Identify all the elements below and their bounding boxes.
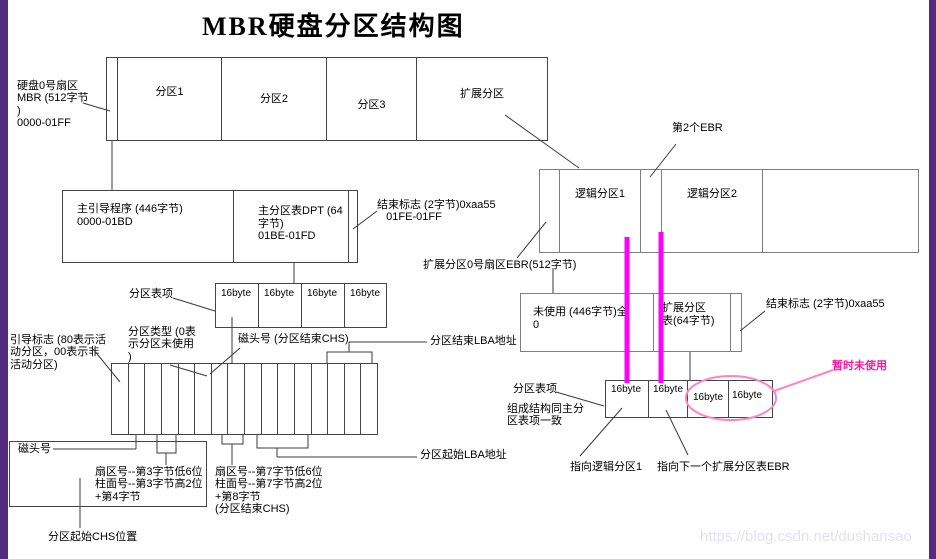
byte-cell xyxy=(262,364,279,434)
entry-byte-strip xyxy=(111,363,378,435)
mbr-slice-box xyxy=(107,58,118,140)
ebr-sector-label: 扩展分区0号扇区EBR(512字节) xyxy=(423,259,577,271)
mbr-boot-code-box: 主引导程序 (446字节) 0000-01BD xyxy=(63,191,234,262)
byte-cell xyxy=(361,364,377,434)
ebr-dpt-box: 扩展分区 表(64字节) xyxy=(654,294,731,351)
mbr-entry1-box: 16byte xyxy=(216,284,259,327)
ebr-entry3-box: 16byte xyxy=(688,381,729,417)
right-purple-strip xyxy=(929,0,936,559)
watermark: https://blog.csdn.net/dushansao xyxy=(700,528,912,545)
partition-end-lba-label: 分区结束LBA地址 xyxy=(430,335,517,347)
mbr-end-flag-box xyxy=(349,191,357,262)
end-lba-bracket xyxy=(326,351,373,363)
byte-cell xyxy=(345,364,362,434)
mbr-sector-box: 主引导程序 (446字节) 0000-01BD 主分区表DPT (64 字节) … xyxy=(62,190,358,263)
logical-row: 逻辑分区1 逻辑分区2 xyxy=(539,169,919,253)
boot-flag-label: 引导标志 (80表示活 动分区，00表示非 活动分区) xyxy=(10,334,106,371)
byte-cell xyxy=(312,364,329,434)
ebr-entry4-box: 16byte xyxy=(729,381,772,417)
extended-partition-box: 扩展分区 xyxy=(417,58,547,140)
mbr-end-flag-label: 结束标志 (2字节)0xaa55 01FE-01FF xyxy=(377,199,496,224)
ebr-entry2-box: 16byte xyxy=(649,381,688,417)
byte-cell xyxy=(228,364,245,434)
logical-partition2-label: 逻辑分区2 xyxy=(686,188,738,200)
unused-pointer-line xyxy=(773,369,834,392)
partition-start-lba-label: 分区起始LBA地址 xyxy=(420,449,507,461)
ebr-entry4-label: 16byte xyxy=(732,390,763,401)
mbr-entry4-label: 16byte xyxy=(350,288,381,299)
extended-partition-label: 扩展分区 xyxy=(460,88,504,100)
mbr-entry2-label: 16byte xyxy=(264,288,295,299)
mbr-entries-pointer-line xyxy=(172,297,216,312)
partition2-box: 分区2 xyxy=(222,58,327,140)
sector-byte7-label: 扇区号--第7字节低6位 柱面号--第7字节高2位 +第8字节 (分区结束CHS… xyxy=(215,466,323,515)
points-to-lp1-label: 指向逻辑分区1 xyxy=(570,461,643,473)
byte-cell xyxy=(295,364,312,434)
left-purple-strip xyxy=(0,0,8,559)
byte-cell xyxy=(179,364,196,434)
byte-cell xyxy=(195,364,212,434)
ebr-end-flag-box xyxy=(731,294,741,351)
logical-partition1-box: 逻辑分区1 xyxy=(560,170,641,252)
mbr-entry4-box: 16byte xyxy=(345,284,386,327)
temporarily-unused-label: 暂时未使用 xyxy=(832,360,887,372)
ebr-entry1-label: 16byte xyxy=(611,384,642,395)
byte-cell xyxy=(245,364,262,434)
ebr-sector-box: 未使用 (446字节)全 0 扩展分区 表(64字节) xyxy=(520,293,742,352)
ebr-entry1-box: 16byte xyxy=(606,381,649,417)
disk0-sector-label: 硬盘0号扇区 MBR (512字节 ) 0000-01FF xyxy=(17,80,89,129)
ebr-endflag-pointer-line xyxy=(739,310,766,332)
ebr-entry2-label: 16byte xyxy=(653,384,684,395)
ebr-entries-note: 组成结构同主分 区表项一致 xyxy=(507,403,584,428)
mbr-dpt-box: 主分区表DPT (64 字节) 01BE-01FD xyxy=(234,191,349,262)
partition3-label: 分区3 xyxy=(357,99,386,111)
mbr-entry3-box: 16byte xyxy=(302,284,345,327)
partition3-box: 分区3 xyxy=(327,58,417,140)
ebr-entries-row: 16byte 16byte 16byte 16byte xyxy=(605,380,773,418)
partition1-box: 分区1 xyxy=(118,58,222,140)
mbr-entry2-box: 16byte xyxy=(259,284,302,327)
logical-partition2-box: 逻辑分区2 xyxy=(662,170,763,252)
byte7-bracket xyxy=(221,435,244,445)
partition1-label: 分区1 xyxy=(155,86,184,98)
ebr-entries-label: 分区表项 xyxy=(513,383,557,395)
partition-type-label: 分区类型 (0表 示分区未使用 ) xyxy=(128,326,196,363)
ebr-end-flag-label: 结束标志 (2字节)0xaa55 xyxy=(766,298,885,310)
mbr-entry1-label: 16byte xyxy=(221,288,252,299)
head-number-label: 磁头号 xyxy=(18,443,51,455)
ebr-entry3-label: 16byte xyxy=(693,392,724,403)
byte-cell xyxy=(129,364,146,434)
points-to-next-ebr-label: 指向下一个扩展分区表EBR xyxy=(657,461,790,473)
start-lba-bracket xyxy=(256,435,309,449)
byte-cell xyxy=(162,364,179,434)
ebr1-slice-box xyxy=(540,170,560,252)
mbr-entries-row: 16byte 16byte 16byte 16byte xyxy=(215,283,387,328)
sector-byte3-label: 扇区号--第3字节低6位 柱面号--第3字节高2位 +第4字节 xyxy=(95,466,203,503)
byte-cell xyxy=(328,364,345,434)
byte-cell xyxy=(278,364,295,434)
head-number-chs-label: 磁头号 (分区结束CHS) xyxy=(238,333,349,345)
logical-partition1-label: 逻辑分区1 xyxy=(574,188,626,200)
mbr-entries-label: 分区表项 xyxy=(129,288,173,300)
logical-rest-box xyxy=(763,170,918,252)
byte-cell xyxy=(212,364,229,434)
ebr-unused-box: 未使用 (446字节)全 0 xyxy=(521,294,654,351)
ebr2-slice-box xyxy=(641,170,662,252)
partition-start-chs-label: 分区起始CHS位置 xyxy=(48,531,138,543)
mbr-entry3-label: 16byte xyxy=(307,288,338,299)
page-title: MBR硬盘分区结构图 xyxy=(202,12,465,41)
byte-cell xyxy=(112,364,129,434)
disk-row: 分区1 分区2 分区3 扩展分区 xyxy=(106,57,548,141)
byte-cell xyxy=(145,364,162,434)
partition2-label: 分区2 xyxy=(259,93,289,105)
ebr2-label: 第2个EBR xyxy=(672,122,723,134)
